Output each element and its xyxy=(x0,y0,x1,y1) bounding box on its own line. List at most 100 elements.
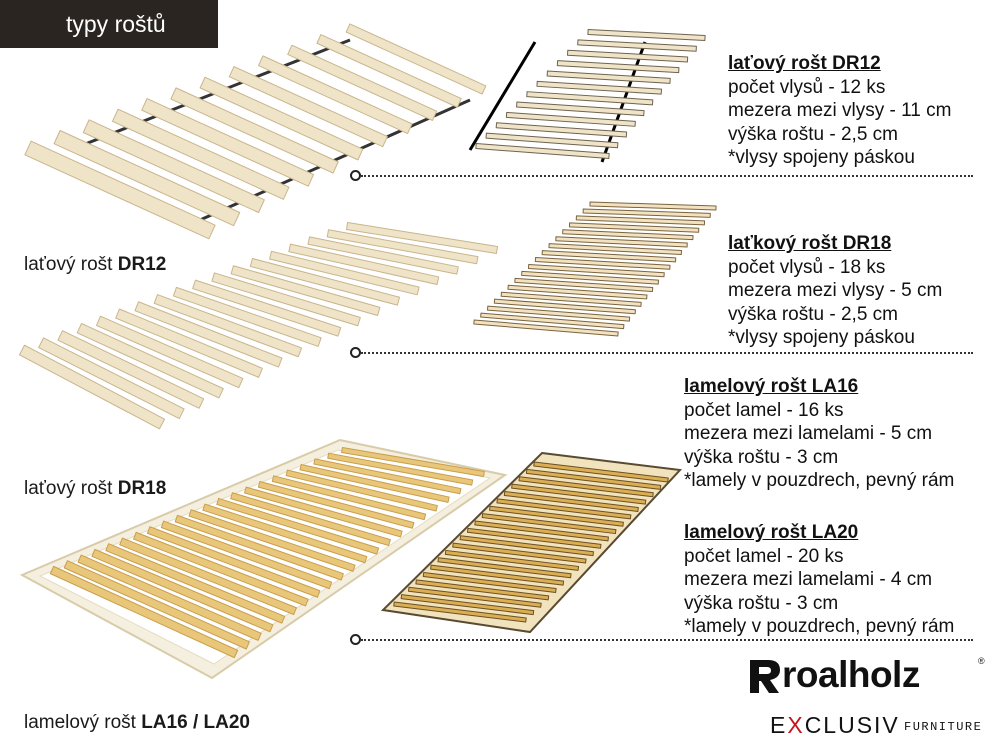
lamella xyxy=(415,579,550,601)
slat xyxy=(534,257,671,270)
spec-la16-height: výška roštu - 3 cm xyxy=(684,446,839,468)
caption-dr18: laťový rošt DR18 xyxy=(24,478,166,500)
lamella xyxy=(174,514,344,581)
slat xyxy=(111,108,290,200)
slat xyxy=(316,34,462,108)
lamella xyxy=(444,549,580,571)
slat xyxy=(115,308,263,378)
logo-furniture: FURNITURE xyxy=(904,720,983,734)
caption-dr18-prefix: laťový rošt xyxy=(24,478,118,499)
header-title: typy roštů xyxy=(66,11,166,37)
separator-marker xyxy=(350,634,361,645)
slat xyxy=(307,236,459,275)
lamella xyxy=(216,497,380,555)
slat xyxy=(170,87,339,174)
logo-clusiv: CLUSIV xyxy=(804,712,900,738)
separator-marker xyxy=(350,170,361,181)
slat xyxy=(514,277,654,293)
lamella xyxy=(489,505,624,527)
logo-e: E xyxy=(770,712,788,738)
slat xyxy=(556,60,680,74)
slat xyxy=(562,229,694,241)
slat xyxy=(527,263,665,278)
lamella xyxy=(188,509,356,572)
slat xyxy=(228,66,388,148)
slat xyxy=(172,286,322,347)
lamella xyxy=(525,468,662,490)
spec-la16-gap: mezera mezi lamelami - 5 cm xyxy=(684,423,933,444)
slat xyxy=(575,215,706,226)
spec-dr12-title: laťový rošt DR12 xyxy=(728,53,881,74)
diagram-dr12 xyxy=(468,29,706,163)
separator-2 xyxy=(361,352,973,354)
slat xyxy=(57,330,205,409)
logo-exclusiv: EXCLUSIV xyxy=(770,712,900,739)
spec-la16-count: počet lamel - 16 ks xyxy=(684,399,844,421)
slat xyxy=(24,140,216,240)
spec-la16-title: lamelový rošt LA16 xyxy=(684,376,859,397)
slat xyxy=(82,119,265,214)
spec-dr12-note: *vlysy spojeny páskou xyxy=(728,147,915,168)
spec-la20-title: lamelový rošt LA20 xyxy=(684,522,859,543)
lamella xyxy=(503,490,639,512)
slat xyxy=(211,272,361,327)
slat xyxy=(516,101,645,117)
lamella xyxy=(91,548,274,633)
lamella xyxy=(474,520,609,542)
spec-dr18-height: výška roštu - 2,5 cm xyxy=(728,303,898,325)
slat xyxy=(288,243,440,285)
slat xyxy=(153,294,303,358)
caption-dr12-prefix: laťový rošt xyxy=(24,254,118,275)
slat xyxy=(192,279,342,337)
lamella xyxy=(119,537,297,616)
spec-la16-note: *lamely v pouzdrech, pevný rám xyxy=(684,470,955,491)
logo-registered: ® xyxy=(978,656,985,666)
lamella xyxy=(202,503,368,564)
slat xyxy=(555,236,688,248)
strap xyxy=(468,41,537,151)
diagram-la xyxy=(380,451,683,634)
caption-dr12-model: DR12 xyxy=(117,254,167,275)
separator-3 xyxy=(361,639,973,641)
separator-marker xyxy=(350,347,361,358)
slat xyxy=(269,250,420,296)
lamella xyxy=(244,486,403,538)
slat xyxy=(546,70,671,84)
spec-dr18: laťkový rošt DR18 počet vlysů - 18 ks me… xyxy=(728,232,942,350)
slat xyxy=(18,344,166,430)
slat xyxy=(287,44,438,121)
slat xyxy=(473,319,619,337)
lamella xyxy=(459,535,595,557)
brand-r-mark-icon xyxy=(750,660,780,693)
lamella xyxy=(518,476,654,498)
lamella xyxy=(285,469,438,512)
lamella xyxy=(452,542,587,564)
slat xyxy=(95,315,244,389)
spec-la20: lamelový rošt LA20 počet lamel - 20 ks m… xyxy=(684,521,954,639)
spec-dr18-gap: mezera mezi vlysy - 5 cm xyxy=(728,280,943,301)
slat xyxy=(507,284,648,300)
spec-dr12: laťový rošt DR12 počet vlysů - 12 ks mez… xyxy=(728,52,951,170)
caption-dr18-model: DR18 xyxy=(117,478,167,499)
slat xyxy=(134,301,283,368)
slat xyxy=(526,91,654,106)
slat xyxy=(326,229,479,265)
slat xyxy=(345,222,499,254)
lamella xyxy=(430,564,565,586)
slat xyxy=(587,29,706,41)
slat xyxy=(589,201,717,211)
lamella xyxy=(77,554,262,641)
slat xyxy=(76,322,224,399)
spec-dr12-count: počet vlysů - 12 ks xyxy=(728,76,886,98)
roalholz-logo: roalholz ® EXCLUSIV FURNITURE xyxy=(748,650,988,745)
lamella xyxy=(393,601,527,623)
lamella xyxy=(466,527,602,549)
logo-brand: roalholz xyxy=(782,654,920,695)
spec-dr12-gap: mezera mezi vlysy - 11 cm xyxy=(728,100,952,121)
spec-dr18-title: laťkový rošt DR18 xyxy=(728,233,892,254)
spec-la20-note: *lamely v pouzdrech, pevný rám xyxy=(684,616,955,637)
slat xyxy=(249,258,401,306)
spec-dr18-count: počet vlysů - 18 ks xyxy=(728,256,886,278)
caption-la-model: LA16 / LA20 xyxy=(141,712,250,733)
slat xyxy=(495,122,628,138)
